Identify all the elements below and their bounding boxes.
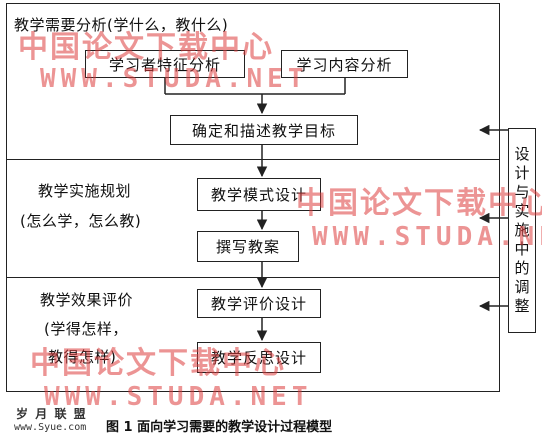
figure-caption: 图 1 面向学习需要的教学设计过程模型 bbox=[106, 420, 333, 435]
side-char: 设 bbox=[514, 145, 530, 163]
side-char: 与 bbox=[514, 183, 530, 201]
side-char: 施 bbox=[514, 221, 530, 239]
objectives-box: 确定和描述教学目标 bbox=[170, 115, 358, 145]
site-logo-title: 岁 月 联 盟 bbox=[16, 407, 86, 421]
learner-analysis-box: 学习者特征分析 bbox=[85, 50, 245, 78]
planning-section-subtitle: (怎么学，怎么教) bbox=[20, 212, 142, 230]
evaluation-section-title: 教学效果评价 bbox=[40, 291, 134, 309]
section-evaluation bbox=[6, 277, 500, 392]
side-char: 计 bbox=[514, 164, 530, 182]
evaluation-section-subtitle-2: 教得怎样) bbox=[48, 348, 117, 366]
eval-design-box: 教学评价设计 bbox=[197, 289, 321, 318]
reflection-design-box: 教学反思设计 bbox=[197, 342, 321, 373]
mode-design-box: 教学模式设计 bbox=[197, 178, 321, 211]
lesson-plan-box: 撰写教案 bbox=[197, 231, 299, 262]
side-char: 的 bbox=[514, 259, 530, 277]
side-char: 中 bbox=[514, 240, 530, 258]
site-logo-url: www.Syue.com bbox=[14, 422, 87, 433]
planning-section-title: 教学实施规划 bbox=[38, 182, 132, 200]
adjustment-side-box: 设 计 与 实 施 中 的 调 整 bbox=[508, 128, 536, 333]
side-char: 实 bbox=[514, 202, 530, 220]
side-char: 整 bbox=[514, 297, 530, 315]
content-analysis-box: 学习内容分析 bbox=[281, 50, 408, 78]
analysis-section-title: 教学需要分析(学什么，教什么) bbox=[14, 16, 229, 34]
side-char: 调 bbox=[514, 278, 530, 296]
evaluation-section-subtitle-1: (学得怎样， bbox=[44, 320, 128, 338]
